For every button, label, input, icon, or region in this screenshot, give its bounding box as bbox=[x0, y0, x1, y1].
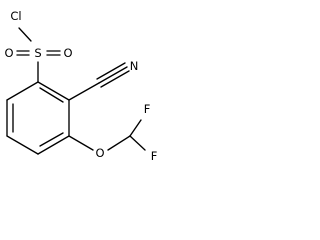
atom-labels: Cl S O O N O F F bbox=[4, 9, 157, 163]
bond-o-ether-chf2 bbox=[107, 135, 131, 151]
bond-cl-s bbox=[18, 27, 32, 42]
ring-bond-c3-c4 bbox=[37, 135, 70, 155]
triple-bond-line-b bbox=[96, 62, 126, 80]
triple-bond-line-c bbox=[100, 70, 130, 88]
bond-c2-cyano-carbon bbox=[68, 82, 100, 101]
fluorine-bottom-label: F bbox=[151, 149, 158, 163]
bond-chf2-f-top bbox=[129, 119, 142, 137]
ether-oxygen-label: O bbox=[95, 146, 104, 160]
fluorine-top-label: F bbox=[144, 102, 151, 116]
nitrile-nitrogen-label: N bbox=[130, 59, 139, 73]
sulfonyl-oxygen-right-label: O bbox=[63, 46, 72, 60]
bond-chf2-f-bottom bbox=[129, 135, 146, 151]
chlorine-atom-label: Cl bbox=[10, 9, 21, 23]
ring-bond-c4-c5 bbox=[6, 135, 39, 155]
sulfur-atom-label: S bbox=[34, 46, 41, 60]
chemical-structure: Cl S O O N O F F bbox=[4, 9, 157, 163]
bond-c3-o-ether bbox=[68, 135, 94, 151]
triple-bond-line-a bbox=[98, 66, 128, 84]
ring-inner-bond-c1-c2 bbox=[39, 87, 64, 103]
ring-bond-c1-c2 bbox=[37, 81, 70, 101]
ring-inner-bond-c3-c4 bbox=[39, 132, 64, 147]
ring-bond-c6-c1 bbox=[6, 81, 39, 101]
sulfonyl-oxygen-left-label: O bbox=[4, 46, 13, 60]
bonds bbox=[6, 27, 146, 155]
